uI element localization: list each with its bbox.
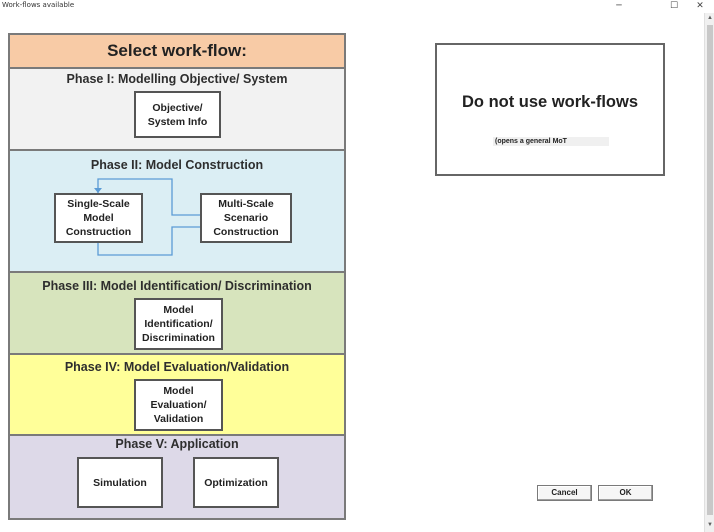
optimization-button[interactable]: Optimization — [193, 457, 279, 508]
no-workflow-title: Do not use work-flows — [461, 93, 638, 111]
cancel-button[interactable]: Cancel — [537, 485, 592, 501]
minimize-icon[interactable]: ─ — [616, 1, 622, 11]
phase-2-title: Phase II: Model Construction — [90, 158, 264, 172]
maximize-icon[interactable]: ☐ — [669, 1, 679, 11]
scroll-thumb[interactable] — [707, 25, 713, 515]
scroll-up-icon[interactable]: ▲ — [707, 15, 713, 21]
workflow-header: Select work-flow: — [10, 35, 344, 69]
phase-3-title: Phase III: Model Identification/ Discrim… — [42, 279, 312, 293]
vertical-scrollbar[interactable]: ▲ ▼ — [704, 13, 714, 532]
phase-1-section: Phase I: Modelling Objective/ System Obj… — [10, 69, 344, 151]
close-icon[interactable]: ✕ — [696, 1, 704, 11]
phase-5-section: Phase V: Application Simulation Optimiza… — [10, 436, 344, 518]
single-scale-model-construction-button[interactable]: Single-Scale Model Construction — [54, 193, 143, 243]
phase-3-section: Phase III: Model Identification/ Discrim… — [10, 273, 344, 355]
model-evaluation-validation-button[interactable]: Model Evaluation/ Validation — [134, 379, 223, 431]
phase-2-section: Phase II: Model Construction Single-Scal… — [10, 151, 344, 273]
phase-1-title: Phase I: Modelling Objective/ System — [66, 72, 288, 86]
simulation-button[interactable]: Simulation — [77, 457, 163, 508]
title-bar: Work-flows available ─ ☐ ✕ — [0, 0, 714, 13]
model-identification-discrimination-button[interactable]: Model Identification/ Discrimination — [134, 298, 223, 350]
objective-system-info-button[interactable]: Objective/ System Info — [134, 91, 221, 138]
phase-4-section: Phase IV: Model Evaluation/Validation Mo… — [10, 355, 344, 436]
no-workflow-button[interactable]: Do not use work-flows (opens a general M… — [435, 43, 665, 176]
phase-4-title: Phase IV: Model Evaluation/Validation — [64, 360, 290, 374]
phase-5-title: Phase V: Application — [115, 437, 239, 451]
scroll-down-icon[interactable]: ▼ — [707, 522, 713, 528]
ok-button[interactable]: OK — [598, 485, 653, 501]
workflow-panel: Select work-flow: Phase I: Modelling Obj… — [8, 33, 346, 520]
no-workflow-subtitle: (opens a general MoT — [493, 137, 609, 146]
main-area: Select work-flow: Phase I: Modelling Obj… — [0, 13, 704, 532]
window-title: Work-flows available — [2, 1, 75, 9]
multi-scale-scenario-construction-button[interactable]: Multi-Scale Scenario Construction — [200, 193, 292, 243]
